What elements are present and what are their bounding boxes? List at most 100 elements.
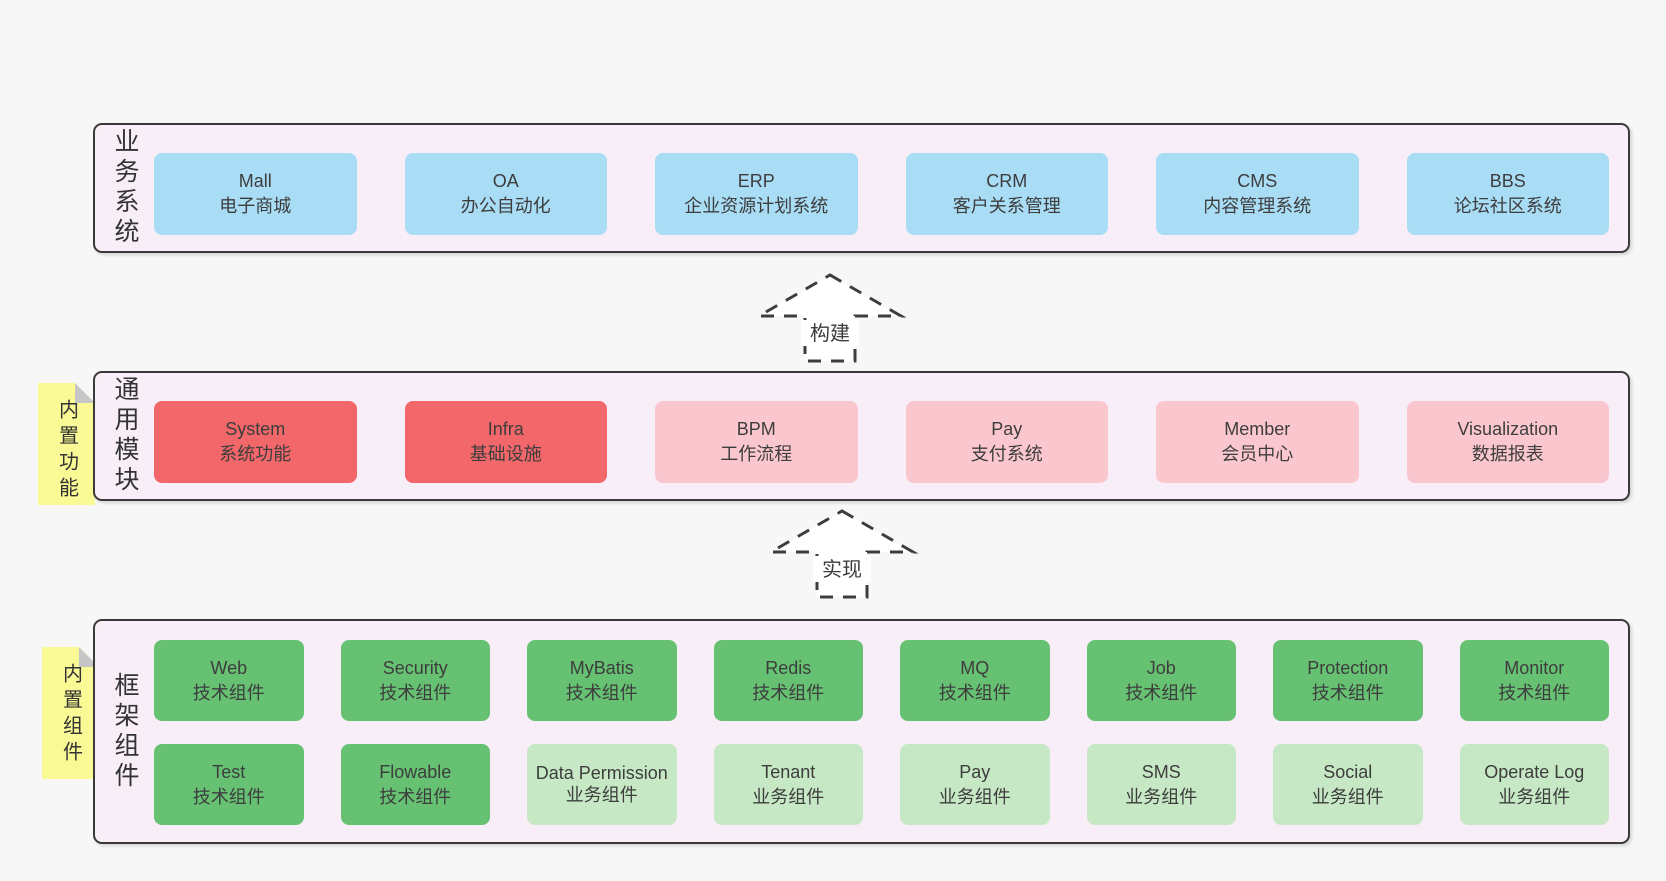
box-title: CMS bbox=[1237, 171, 1278, 192]
box-bpm: BPM 工作流程 bbox=[655, 401, 858, 483]
framework-row-1: Web 技术组件 Security 技术组件 MyBatis 技术组件 Redi… bbox=[154, 640, 1609, 721]
box-system: System 系统功能 bbox=[154, 401, 357, 483]
box-flowable: Flowable 技术组件 bbox=[340, 744, 490, 825]
box-title: Operate Log bbox=[1484, 761, 1585, 782]
layer-label-modules: 通用模块 bbox=[95, 373, 154, 499]
box-title: Monitor bbox=[1504, 657, 1565, 678]
box-oa: OA 办公自动化 bbox=[404, 153, 607, 235]
layer-label-text: 通用模块 bbox=[111, 376, 139, 496]
box-subtitle: 企业资源计划系统 bbox=[684, 196, 829, 216]
box-cms: CMS 内容管理系统 bbox=[1156, 153, 1359, 235]
box-operate-log: Operate Log 业务组件 bbox=[1459, 744, 1609, 825]
box-subtitle: 业务组件 bbox=[938, 786, 1011, 807]
box-subtitle: 系统功能 bbox=[219, 444, 292, 464]
box-visualization: Visualization 数据报表 bbox=[1406, 401, 1609, 483]
arrow-label-bg bbox=[813, 556, 871, 582]
box-title: Test bbox=[212, 761, 246, 782]
box-title: OA bbox=[492, 171, 519, 192]
box-subtitle: 基础设施 bbox=[469, 444, 542, 464]
modules-boxes-row: System 系统功能 Infra 基础设施 BPM 工作流程 Pay 支付系统… bbox=[154, 373, 1628, 499]
box-title: MQ bbox=[960, 657, 990, 678]
box-subtitle: 会员中心 bbox=[1221, 444, 1294, 464]
box-subtitle: 技术组件 bbox=[379, 682, 452, 703]
box-title: Member bbox=[1224, 419, 1291, 440]
box-subtitle: 技术组件 bbox=[1498, 682, 1571, 703]
box-monitor: Monitor 技术组件 bbox=[1459, 640, 1609, 721]
box-subtitle: 内容管理系统 bbox=[1203, 196, 1312, 216]
sticky-note-label: 内置功能 bbox=[55, 399, 78, 503]
box-web: Web 技术组件 bbox=[154, 640, 304, 721]
box-mall: Mall 电子商城 bbox=[154, 153, 357, 235]
framework-components-layer: 框架组件 Web 技术组件 Security 技术组件 MyBatis 技术组件… bbox=[93, 619, 1630, 844]
arrow-label: 构建 bbox=[810, 322, 850, 345]
box-title: Mall bbox=[238, 171, 272, 192]
box-title: Tenant bbox=[761, 761, 816, 782]
box-test: Test 技术组件 bbox=[154, 744, 304, 825]
box-subtitle: 技术组件 bbox=[1125, 682, 1198, 703]
box-title: ERP bbox=[737, 171, 775, 192]
box-subtitle: 工作流程 bbox=[720, 444, 793, 464]
box-sms: SMS 业务组件 bbox=[1086, 744, 1236, 825]
layer-label-text: 框架组件 bbox=[111, 671, 139, 792]
framework-boxes-grid: Web 技术组件 Security 技术组件 MyBatis 技术组件 Redi… bbox=[154, 621, 1628, 842]
arrow-label-bg bbox=[801, 320, 859, 346]
box-title: Web bbox=[210, 657, 248, 678]
box-title: Protection bbox=[1307, 657, 1389, 678]
up-arrow-shape bbox=[765, 509, 919, 599]
box-title: MyBatis bbox=[569, 657, 634, 678]
box-redis: Redis 技术组件 bbox=[713, 640, 863, 721]
box-subtitle: 支付系统 bbox=[970, 444, 1043, 464]
box-title: System bbox=[225, 419, 286, 440]
box-protection: Protection 技术组件 bbox=[1273, 640, 1423, 721]
box-infra: Infra 基础设施 bbox=[404, 401, 607, 483]
business-boxes-row: Mall 电子商城 OA 办公自动化 ERP 企业资源计划系统 CRM 客户关系… bbox=[154, 125, 1628, 251]
box-title: Data Permission bbox=[535, 762, 668, 783]
box-data-permission: Data Permission 业务组件 bbox=[527, 744, 677, 825]
box-title: Infra bbox=[487, 419, 524, 440]
box-member: Member 会员中心 bbox=[1156, 401, 1359, 483]
build-arrow: 构建 bbox=[753, 273, 907, 363]
box-subtitle: 业务组件 bbox=[1311, 786, 1384, 807]
box-subtitle: 技术组件 bbox=[752, 682, 825, 703]
layer-label-text: 业务系统 bbox=[111, 128, 139, 248]
box-subtitle: 办公自动化 bbox=[460, 196, 551, 216]
sticky-note-built-in-features: 内置功能 bbox=[38, 383, 95, 505]
up-arrow-shape bbox=[753, 273, 907, 363]
layer-label-business: 业务系统 bbox=[95, 125, 154, 251]
implement-arrow: 实现 bbox=[765, 509, 919, 599]
box-title: BBS bbox=[1489, 171, 1526, 192]
framework-row-2: Test 技术组件 Flowable 技术组件 Data Permission … bbox=[154, 744, 1609, 825]
box-title: Pay bbox=[959, 761, 991, 782]
box-subtitle: 数据报表 bbox=[1471, 444, 1544, 464]
folded-corner bbox=[75, 383, 95, 403]
sticky-note-label: 内置组件 bbox=[59, 663, 82, 767]
box-crm: CRM 客户关系管理 bbox=[905, 153, 1108, 235]
box-subtitle: 业务组件 bbox=[565, 784, 638, 805]
arrow-label: 实现 bbox=[822, 558, 862, 581]
box-security: Security 技术组件 bbox=[340, 640, 490, 721]
box-title: BPM bbox=[736, 419, 776, 440]
box-subtitle: 技术组件 bbox=[1311, 682, 1384, 703]
box-subtitle: 业务组件 bbox=[752, 786, 825, 807]
box-title: Social bbox=[1323, 761, 1373, 782]
box-title: Redis bbox=[765, 657, 812, 678]
layer-label-framework: 框架组件 bbox=[95, 621, 154, 842]
box-subtitle: 技术组件 bbox=[192, 786, 265, 807]
box-mybatis: MyBatis 技术组件 bbox=[527, 640, 677, 721]
box-subtitle: 技术组件 bbox=[565, 682, 638, 703]
box-mq: MQ 技术组件 bbox=[900, 640, 1050, 721]
box-title: SMS bbox=[1141, 761, 1181, 782]
box-subtitle: 客户关系管理 bbox=[952, 196, 1061, 216]
box-title: CRM bbox=[986, 171, 1028, 192]
box-subtitle: 论坛社区系统 bbox=[1453, 196, 1562, 216]
box-bbs: BBS 论坛社区系统 bbox=[1406, 153, 1609, 235]
box-tenant: Tenant 业务组件 bbox=[713, 744, 863, 825]
box-subtitle: 技术组件 bbox=[192, 682, 265, 703]
business-systems-layer: 业务系统 Mall 电子商城 OA 办公自动化 ERP 企业资源计划系统 CRM… bbox=[93, 123, 1630, 253]
box-pay: Pay 支付系统 bbox=[905, 401, 1108, 483]
box-title: Pay bbox=[991, 419, 1023, 440]
box-job: Job 技术组件 bbox=[1086, 640, 1236, 721]
box-title: Flowable bbox=[379, 761, 452, 782]
box-title: Security bbox=[382, 657, 448, 678]
